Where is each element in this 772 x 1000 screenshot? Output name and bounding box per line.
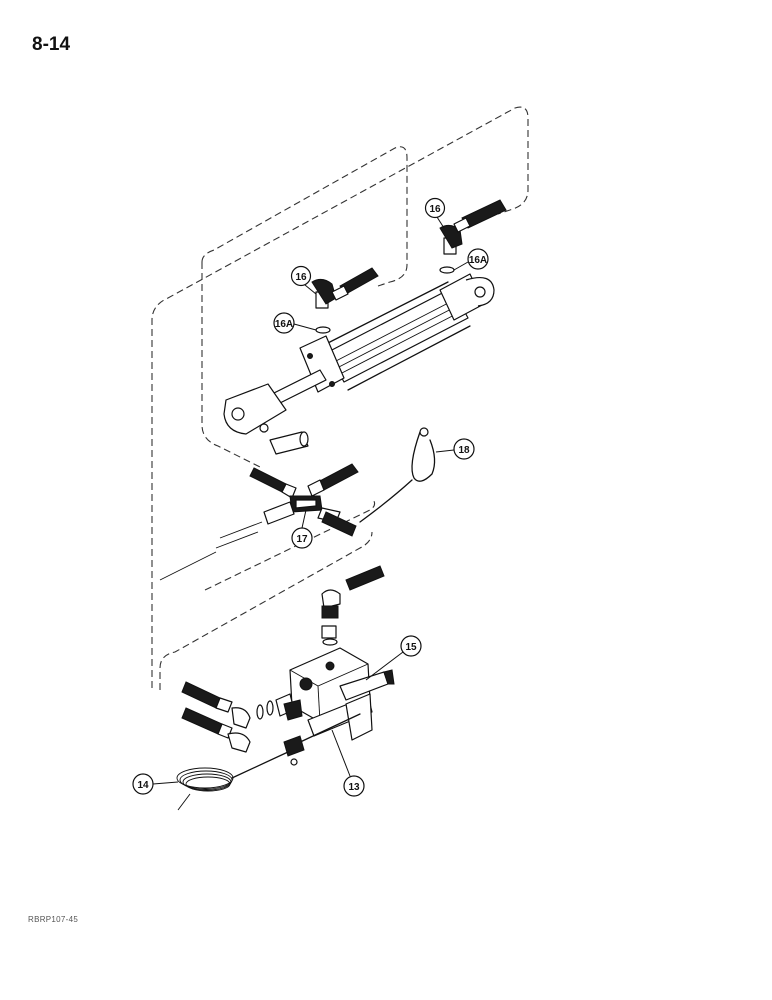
figure-code: RBRP107-45 [28, 915, 79, 924]
callout-17: 17 [291, 509, 313, 549]
svg-text:16A: 16A [275, 319, 293, 330]
svg-text:16: 16 [429, 204, 441, 215]
hose-ends-upper [331, 199, 507, 301]
page-number: 8-14 [32, 34, 71, 55]
callout-16-right: 16 [424, 197, 446, 229]
svg-text:18: 18 [458, 445, 470, 456]
cylinder-port-fittings [311, 224, 463, 334]
svg-text:16A: 16A [469, 255, 487, 266]
callout-14: 14 [132, 773, 179, 795]
cable-strap [359, 427, 436, 523]
hydraulic-cylinder [223, 273, 495, 455]
svg-text:13: 13 [348, 782, 360, 793]
svg-text:17: 17 [296, 534, 308, 545]
callout-16A-right: 16A [453, 248, 489, 271]
callout-16-left: 16 [290, 265, 317, 295]
valve-upper-fittings [321, 565, 385, 646]
hose-routing-lines [151, 106, 529, 690]
valve-bracket-lever [283, 693, 373, 766]
svg-text:14: 14 [137, 780, 149, 791]
rope-coil [176, 751, 289, 811]
callout-16A-left: 16A [273, 312, 317, 334]
valve-lower-fittings [181, 681, 303, 753]
svg-text:16: 16 [295, 272, 307, 283]
callout-13: 13 [331, 729, 365, 797]
svg-text:15: 15 [405, 642, 417, 653]
cross-fitting-assembly [159, 463, 359, 581]
callout-18: 18 [435, 438, 475, 460]
callout-15: 15 [365, 635, 422, 681]
